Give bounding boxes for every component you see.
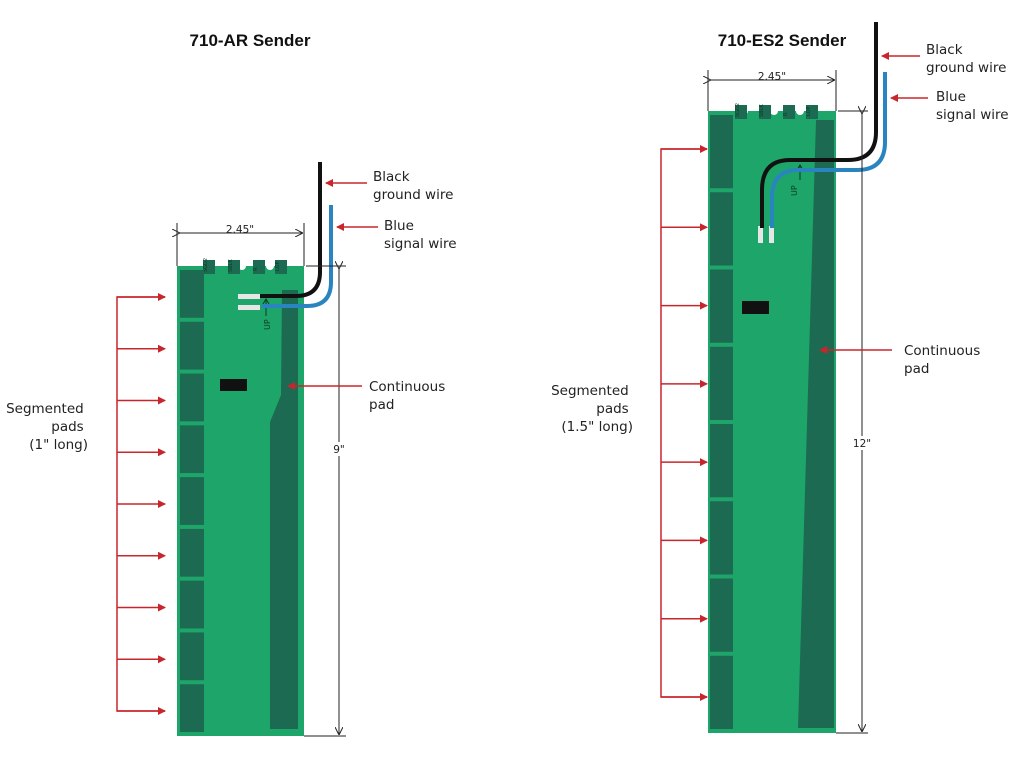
black-wire-label: Black ground wire (926, 42, 1006, 76)
segment-pad (180, 425, 204, 474)
chip (220, 379, 247, 391)
continuous-pad (798, 120, 834, 728)
continuous-pad (270, 290, 298, 729)
segment-pad (710, 501, 733, 575)
blue-wire-label: Blue signal wire (936, 89, 1009, 123)
segment-pad (710, 424, 733, 498)
sender-710-es2: 710-ES2 Sender SGD2 SBLK R LOP UP (551, 22, 1009, 734)
segment-pad (710, 269, 733, 343)
board-710-ar: SGD2 SBLK R LOP UP (177, 258, 304, 736)
height-label-bg (331, 442, 347, 456)
terminal-tab (203, 260, 215, 274)
terminal-tab (806, 105, 818, 119)
segmented-pads (710, 115, 733, 729)
wire-terminal (769, 226, 774, 243)
segment-pad (710, 578, 733, 652)
segment-arrows (116, 293, 166, 715)
terminal-tab (228, 260, 240, 274)
terminal-tab (783, 105, 795, 119)
tab-label: R (783, 112, 789, 116)
height-label: 9" (333, 444, 345, 456)
board-notch (770, 107, 778, 115)
height-label-bg (851, 436, 873, 450)
segment-bracket (660, 148, 707, 698)
blue-wire-label: Blue signal wire (384, 218, 457, 252)
segmented-pads-label: Segmented pads (1" long) (6, 401, 88, 453)
up-label: UP (263, 319, 272, 330)
width-label: 2.45" (758, 71, 786, 83)
segment-pad (180, 632, 204, 681)
segment-pad (710, 655, 733, 729)
sender-710-ar: 710-AR Sender SGD2 SBLK R LOP (6, 31, 457, 737)
tab-label: LOP (275, 261, 281, 271)
segment-pad (180, 580, 204, 629)
segment-pad (180, 684, 204, 732)
continuous-pad-label: Continuous pad (904, 343, 985, 377)
tab-label: LOP (806, 106, 812, 116)
black-ground-wire (760, 22, 878, 228)
terminal-tab (735, 105, 747, 119)
tab-label: SGD2 (735, 103, 741, 117)
wire-terminal (758, 226, 763, 243)
up-label: UP (790, 185, 799, 196)
tab-label: R (253, 267, 259, 271)
segment-pad (180, 321, 204, 370)
board-notch (266, 262, 274, 270)
segmented-pads-label: Segmented pads (1.5" long) (551, 383, 633, 435)
segment-pad (180, 270, 204, 318)
segment-pad (180, 528, 204, 577)
blue-signal-wire (262, 205, 333, 308)
wire-terminal (238, 305, 260, 310)
width-label: 2.45" (226, 224, 254, 236)
segment-pad (180, 373, 204, 422)
segment-pad (180, 477, 204, 525)
segmented-pads (180, 270, 204, 732)
segment-pad (710, 115, 733, 189)
board-notch (796, 107, 804, 115)
terminal-tab (253, 260, 265, 274)
blue-signal-wire (770, 72, 887, 228)
tab-label: SBLK (228, 259, 234, 272)
black-wire-label: Black ground wire (373, 169, 453, 203)
continuous-pad-label: Continuous pad (369, 379, 450, 413)
height-label: 12" (853, 438, 871, 450)
terminal-tab (759, 105, 771, 119)
title-710-es2: 710-ES2 Sender (718, 31, 847, 50)
segment-pad (710, 346, 733, 420)
tab-label: SGD2 (203, 258, 209, 272)
tab-label: SBLK (759, 104, 765, 117)
title-710-ar: 710-AR Sender (190, 31, 311, 50)
segment-arrows (660, 145, 708, 701)
black-ground-wire (260, 162, 322, 298)
segment-pad (710, 192, 733, 266)
wire-terminal (238, 294, 260, 299)
terminal-tab (275, 260, 287, 274)
chip (742, 301, 769, 314)
